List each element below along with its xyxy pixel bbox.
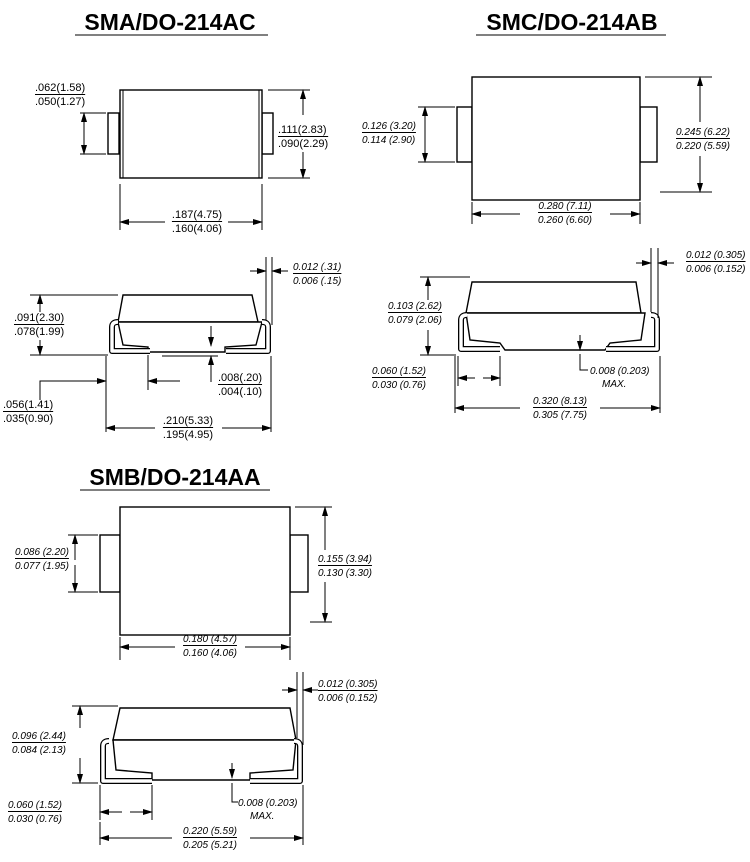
sma-side-view <box>30 257 288 432</box>
smb-height-min: 0.084 (2.13) <box>12 745 66 756</box>
sma-lead-width-label: .062(1.58) .050(1.27) <box>35 82 86 108</box>
smb-body-length-min: 0.160 (4.06) <box>183 648 237 659</box>
sma-body-width-label: .111(2.83) .090(2.29) <box>278 124 329 150</box>
sma-body-width-min: .090(2.29) <box>278 138 328 150</box>
smc-lead-length-label: 0.060 (1.52) 0.030 (0.76) <box>372 366 426 391</box>
sma-height-max: .091(2.30) <box>14 312 64 324</box>
smb-body <box>119 506 291 636</box>
sma-title: SMA/DO-214AC <box>84 9 255 35</box>
sma-body <box>119 89 263 179</box>
smb-lead-length-max: 0.060 (1.52) <box>8 800 62 811</box>
sma-body-width-max: .111(2.83) <box>278 124 327 136</box>
sma-package: SMA/DO-214AC <box>30 9 310 432</box>
smb-standoff-value: 0.008 (0.203) <box>238 798 298 809</box>
smc-lead-length-min: 0.030 (0.76) <box>372 380 426 391</box>
smc-package: SMC/DO-214AB <box>418 9 712 413</box>
sma-top-view <box>80 89 310 230</box>
smb-height-label: 0.096 (2.44) 0.084 (2.13) <box>12 731 66 756</box>
smc-body <box>471 76 641 201</box>
smc-title: SMC/DO-214AB <box>486 9 657 35</box>
sma-lead-thickness-max: 0.012 (.31) <box>293 262 341 273</box>
smb-lead-length-label: 0.060 (1.52) 0.030 (0.76) <box>8 800 62 825</box>
smb-body-width-max: 0.155 (3.94) <box>318 554 372 565</box>
sma-height-min: .078(1.99) <box>14 326 64 338</box>
smb-lead-width-max: 0.086 (2.20) <box>15 547 69 558</box>
smb-body-width-label: 0.155 (3.94) 0.130 (3.30) <box>318 554 372 579</box>
smb-lead-thickness-label: 0.012 (0.305) 0.006 (0.152) <box>318 679 378 704</box>
smc-lead-width-label: 0.126 (3.20) 0.114 (2.90) <box>362 121 416 146</box>
smc-overall-length-min: 0.305 (7.75) <box>533 410 587 421</box>
sma-body-length-max: .187(4.75) <box>172 209 222 221</box>
sma-overall-length-min: .195(4.95) <box>163 429 213 441</box>
sma-lead-length-min: .035(0.90) <box>3 413 53 425</box>
smb-lead-thickness-max: 0.012 (0.305) <box>318 679 378 690</box>
smc-standoff-note: MAX. <box>602 379 626 390</box>
smc-top-view <box>418 76 712 224</box>
smb-top-view <box>68 506 332 660</box>
sma-lead-width-min: .050(1.27) <box>35 96 85 108</box>
smc-lead-thickness-label: 0.012 (0.305) 0.006 (0.152) <box>686 250 746 275</box>
smb-lead-thickness-min: 0.006 (0.152) <box>318 693 378 704</box>
sma-lead-right <box>261 112 274 155</box>
sma-overall-length-label: .210(5.33) .195(4.95) <box>162 415 214 441</box>
smc-height-max: 0.103 (2.62) <box>388 301 442 312</box>
smc-body-width-max: 0.245 (6.22) <box>676 127 730 138</box>
smb-lead-length-min: 0.030 (0.76) <box>8 814 62 825</box>
sma-standoff-min: .004(.10) <box>218 386 262 398</box>
smc-body-length-max: 0.280 (7.11) <box>538 201 591 212</box>
smc-overall-length-label: 0.320 (8.13) 0.305 (7.75) <box>533 396 587 421</box>
sma-body-length-min: .160(4.06) <box>172 223 222 235</box>
sma-overall-length-max: .210(5.33) <box>163 415 213 427</box>
smc-height-min: 0.079 (2.06) <box>388 315 442 326</box>
smb-side-view <box>72 672 318 845</box>
sma-body-length-label: .187(4.75) .160(4.06) <box>171 209 223 235</box>
smc-side-view <box>420 248 674 413</box>
smb-title: SMB/DO-214AA <box>89 464 260 490</box>
smc-standoff-value: 0.008 (0.203) <box>590 366 650 377</box>
smb-body-width-min: 0.130 (3.30) <box>318 568 372 579</box>
smc-lead-width-max: 0.126 (3.20) <box>362 121 416 132</box>
dimension-labels: .062(1.58) .050(1.27) .111(2.83) .090(2.29)… <box>3 82 746 851</box>
smb-overall-length-min: 0.205 (5.21) <box>183 840 237 851</box>
sma-lead-length-label: .056(1.41) .035(0.90) <box>3 399 54 425</box>
smb-overall-length-max: 0.220 (5.59) <box>183 826 237 837</box>
sma-lead-left <box>107 112 120 155</box>
smb-lead-width-min: 0.077 (1.95) <box>15 561 69 572</box>
smb-height-max: 0.096 (2.44) <box>12 731 66 742</box>
smc-body-length-label: 0.280 (7.11) 0.260 (6.60) <box>538 201 592 226</box>
sma-lead-thickness-min: 0.006 (.15) <box>293 276 341 287</box>
smb-package: SMB/DO-214AA <box>68 464 332 845</box>
smb-body-length-max: 0.180 (4.57) <box>183 634 237 645</box>
sma-lead-width-max: .062(1.58) <box>35 82 85 94</box>
smc-height-label: 0.103 (2.62) 0.079 (2.06) <box>388 301 442 326</box>
smb-overall-length-label: 0.220 (5.59) 0.205 (5.21) <box>183 826 237 851</box>
smb-lead-width-label: 0.086 (2.20) 0.077 (1.95) <box>15 547 69 572</box>
smc-body-width-label: 0.245 (6.22) 0.220 (5.59) <box>676 127 730 152</box>
smc-body-length-min: 0.260 (6.60) <box>538 215 592 226</box>
smb-standoff-note: MAX. <box>250 811 274 822</box>
sma-standoff-label: .008(.20) .004(.10) <box>218 372 263 398</box>
sma-standoff-max: .008(.20) <box>218 372 262 384</box>
smc-lead-width-min: 0.114 (2.90) <box>362 135 415 146</box>
sma-lead-length-max: .056(1.41) <box>3 399 53 411</box>
smc-lead-thickness-min: 0.006 (0.152) <box>686 264 746 275</box>
smc-overall-length-max: 0.320 (8.13) <box>533 396 587 407</box>
smb-body-length-label: 0.180 (4.57) 0.160 (4.06) <box>183 634 237 659</box>
sma-height-label: .091(2.30) .078(1.99) <box>14 312 65 338</box>
smc-body-width-min: 0.220 (5.59) <box>676 141 730 152</box>
sma-lead-thickness-label: 0.012 (.31) 0.006 (.15) <box>293 262 342 287</box>
smc-lead-thickness-max: 0.012 (0.305) <box>686 250 746 261</box>
smc-lead-length-max: 0.060 (1.52) <box>372 366 426 377</box>
